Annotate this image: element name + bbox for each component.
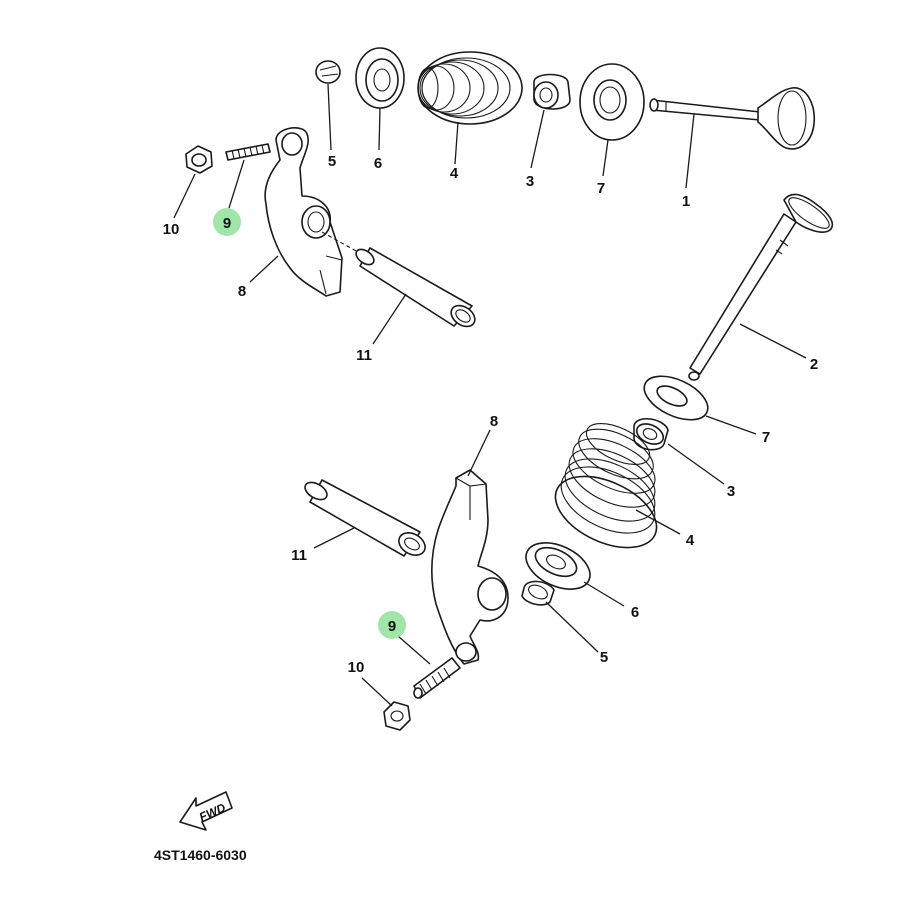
valve-stem-seal-upper bbox=[533, 73, 571, 110]
callout-3-upper[interactable]: 3 bbox=[526, 173, 534, 190]
nut-lower bbox=[383, 701, 411, 731]
spring-seat-upper bbox=[355, 47, 405, 109]
callouts-upper: 5 6 4 3 7 1 10 9 8 11 bbox=[163, 153, 691, 364]
rocker-shaft-lower bbox=[304, 479, 426, 557]
valve-cotter-lower bbox=[521, 580, 555, 606]
callout-1-upper[interactable]: 1 bbox=[682, 193, 690, 210]
highlight-circle-lower bbox=[378, 611, 406, 639]
spring-seat-lower bbox=[525, 542, 591, 590]
diagram-code: 4ST1460-6030 bbox=[154, 847, 247, 863]
callout-7-upper[interactable]: 7 bbox=[597, 180, 605, 197]
callout-8-lower[interactable]: 8 bbox=[490, 413, 498, 430]
leader-lines bbox=[173, 83, 807, 707]
fwd-arrow-icon: FWD bbox=[179, 791, 233, 831]
callout-4-lower[interactable]: 4 bbox=[686, 532, 695, 549]
callout-11-upper[interactable]: 11 bbox=[356, 347, 372, 364]
callout-10-upper[interactable]: 10 bbox=[163, 221, 180, 238]
nut-upper bbox=[185, 145, 213, 174]
valve-cotter-upper bbox=[315, 60, 341, 84]
callout-5-upper[interactable]: 5 bbox=[328, 153, 336, 170]
callout-6-upper[interactable]: 6 bbox=[374, 155, 382, 172]
rocker-arm-lower bbox=[430, 469, 509, 665]
valve-spring-upper bbox=[417, 51, 523, 125]
intake-valve bbox=[649, 87, 816, 150]
callout-10-lower[interactable]: 10 bbox=[348, 659, 365, 676]
spring-seat-washer-lower bbox=[643, 375, 709, 421]
callout-11-lower[interactable]: 11 bbox=[291, 547, 307, 564]
callout-5-lower[interactable]: 5 bbox=[600, 649, 608, 666]
callout-8-upper[interactable]: 8 bbox=[238, 283, 246, 300]
highlight-circle-upper bbox=[213, 208, 241, 236]
exhaust-valve bbox=[688, 193, 834, 381]
adjusting-screw-lower bbox=[413, 657, 461, 699]
callout-3-lower[interactable]: 3 bbox=[727, 483, 735, 500]
callout-6-lower[interactable]: 6 bbox=[631, 604, 639, 621]
callout-7-lower[interactable]: 7 bbox=[762, 429, 770, 446]
callout-2-lower[interactable]: 2 bbox=[810, 356, 818, 373]
rocker-shaft-upper bbox=[321, 231, 476, 328]
adjusting-screw-upper bbox=[225, 143, 271, 161]
rocker-arm-upper bbox=[264, 127, 343, 297]
callout-4-upper[interactable]: 4 bbox=[450, 165, 459, 182]
callout-9-upper[interactable]: 9 bbox=[223, 215, 231, 232]
valve-spring-lower bbox=[554, 423, 658, 549]
callouts-lower: 2 7 3 4 6 5 8 11 9 10 bbox=[291, 356, 818, 676]
spring-seat-washer-upper bbox=[579, 63, 645, 141]
callout-9-lower[interactable]: 9 bbox=[388, 618, 396, 635]
